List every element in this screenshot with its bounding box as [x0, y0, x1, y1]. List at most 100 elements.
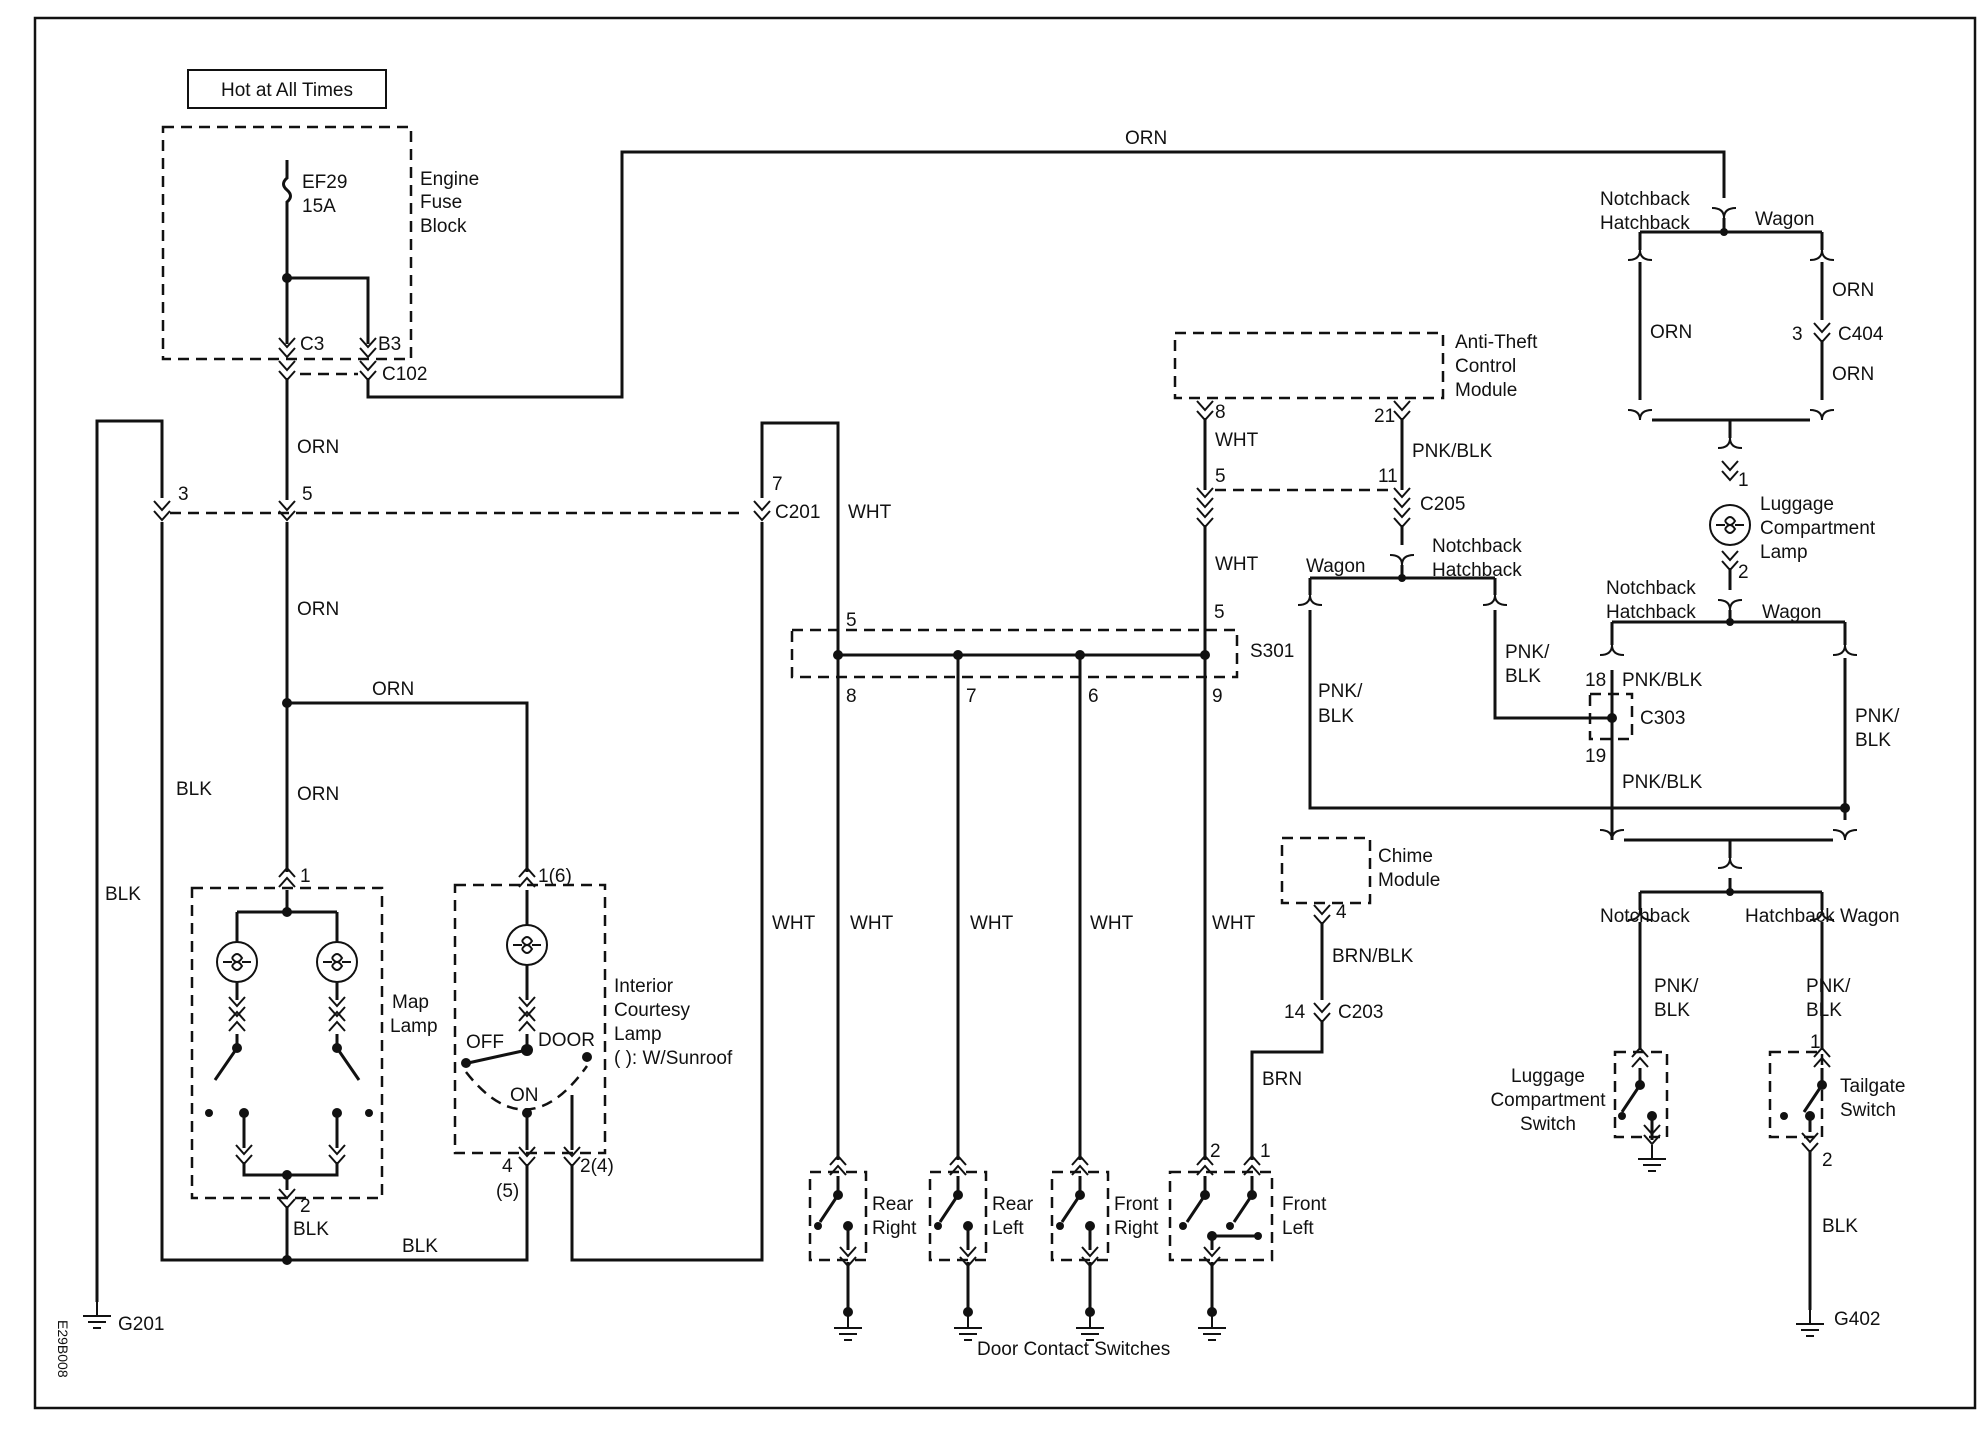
svg-text:1(6): 1(6): [538, 866, 572, 887]
svg-text:Wagon: Wagon: [1762, 602, 1822, 623]
svg-text:PNK/: PNK/: [1318, 681, 1363, 702]
svg-text:Lamp: Lamp: [1760, 542, 1808, 563]
svg-text:ORN: ORN: [297, 784, 339, 805]
svg-text:Courtesy: Courtesy: [614, 1000, 691, 1021]
door-switch-rear-left: Rear Left: [928, 1155, 1034, 1341]
svg-text:Engine: Engine: [420, 169, 479, 190]
tailgate-switch: 1 2 BLK G402 Tailgate Switch: [1768, 1032, 1906, 1337]
figure-id: E29B008: [55, 1320, 71, 1378]
svg-text:PNK/BLK: PNK/BLK: [1412, 441, 1493, 462]
svg-text:(5): (5): [496, 1181, 519, 1202]
svg-text:8: 8: [846, 686, 857, 707]
svg-text:WHT: WHT: [970, 913, 1014, 934]
svg-text:BLK: BLK: [176, 779, 212, 800]
svg-text:BLK: BLK: [1318, 706, 1354, 727]
svg-text:G402: G402: [1834, 1309, 1880, 1330]
door-switch-front-left: 2 1 Front Left: [1168, 1141, 1327, 1341]
svg-text:Interior: Interior: [614, 976, 674, 997]
svg-text:BLK: BLK: [402, 1236, 438, 1257]
svg-text:BLK: BLK: [1822, 1216, 1858, 1237]
svg-text:WHT: WHT: [772, 913, 816, 934]
svg-text:Hatchback: Hatchback: [1432, 560, 1522, 581]
svg-text:18: 18: [1585, 670, 1606, 691]
svg-text:ORN: ORN: [297, 437, 339, 458]
svg-text:Left: Left: [1282, 1218, 1314, 1239]
svg-text:WHT: WHT: [848, 502, 892, 523]
map-lamp-bulb-right: [316, 941, 358, 983]
svg-text:Control: Control: [1455, 356, 1516, 377]
svg-text:WHT: WHT: [1215, 430, 1259, 451]
svg-text:5: 5: [302, 484, 313, 505]
hot-at-all-times-label: Hot at All Times: [221, 80, 353, 101]
svg-text:Left: Left: [992, 1218, 1024, 1239]
courtesy-lamp-bulb: [506, 924, 548, 966]
svg-text:Block: Block: [420, 216, 467, 237]
interior-courtesy-lamp: 1(6) OFF DOOR ON 4 (5) 2(4) Interior Cou…: [453, 866, 733, 1202]
anti-theft-control-module: Anti-Theft Control Module 8 21 WHT PNK/B…: [1173, 331, 1538, 490]
luggage-compartment-switch: Luggage Compartment Switch: [1490, 1047, 1669, 1172]
svg-text:PNK/BLK: PNK/BLK: [1622, 670, 1703, 691]
svg-text:C102: C102: [382, 364, 427, 385]
svg-text:Luggage: Luggage: [1511, 1066, 1585, 1087]
svg-text:OFF: OFF: [466, 1032, 504, 1053]
svg-text:Front: Front: [1114, 1194, 1159, 1215]
svg-text:EF29: EF29: [302, 172, 347, 193]
svg-text:S301: S301: [1250, 641, 1294, 662]
svg-text:C205: C205: [1420, 494, 1465, 515]
svg-text:Notchback: Notchback: [1606, 578, 1696, 599]
svg-text:7: 7: [966, 686, 977, 707]
svg-text:ORN: ORN: [1832, 364, 1874, 385]
svg-text:1: 1: [1810, 1032, 1821, 1053]
svg-text:Tailgate: Tailgate: [1840, 1076, 1906, 1097]
svg-text:Fuse: Fuse: [420, 192, 462, 213]
wire-blk-g201: [95, 419, 164, 1302]
svg-text:Anti-Theft: Anti-Theft: [1455, 332, 1538, 353]
svg-text:BLK: BLK: [1654, 1000, 1690, 1021]
svg-text:ORN: ORN: [1832, 280, 1874, 301]
svg-text:Module: Module: [1378, 870, 1440, 891]
svg-text:Lamp: Lamp: [390, 1016, 438, 1037]
svg-text:C404: C404: [1838, 324, 1884, 345]
svg-text:Module: Module: [1455, 380, 1517, 401]
svg-text:Hatchback: Hatchback: [1600, 213, 1690, 234]
svg-text:15A: 15A: [302, 196, 336, 217]
svg-text:Right: Right: [872, 1218, 917, 1239]
svg-text:5: 5: [1215, 466, 1226, 487]
svg-text:( ): W/Sunroof: ( ): W/Sunroof: [614, 1048, 733, 1069]
svg-text:BLK: BLK: [105, 884, 141, 905]
svg-text:19: 19: [1585, 746, 1606, 767]
svg-text:5: 5: [846, 610, 857, 631]
svg-text:Switch: Switch: [1520, 1114, 1576, 1135]
svg-text:Notchback: Notchback: [1432, 536, 1522, 557]
svg-text:Notchback: Notchback: [1600, 189, 1690, 210]
chime-module: Chime Module 4 BRN/BLK 14 C203 BRN: [1250, 836, 1440, 1160]
power-source: Hot at All Times: [187, 69, 387, 109]
svg-text:1: 1: [300, 866, 311, 887]
svg-text:1: 1: [1260, 1141, 1271, 1162]
svg-text:Chime: Chime: [1378, 846, 1433, 867]
svg-text:Front: Front: [1282, 1194, 1327, 1215]
svg-text:3: 3: [1792, 324, 1803, 345]
svg-text:4: 4: [502, 1156, 513, 1177]
svg-text:7: 7: [772, 474, 783, 495]
svg-text:Rear: Rear: [872, 1194, 914, 1215]
svg-text:2(4): 2(4): [580, 1156, 614, 1177]
svg-text:BRN: BRN: [1262, 1069, 1302, 1090]
svg-text:ORN: ORN: [297, 599, 339, 620]
svg-text:WHT: WHT: [1215, 554, 1259, 575]
svg-text:Compartment: Compartment: [1490, 1090, 1606, 1111]
svg-text:4: 4: [1336, 902, 1347, 923]
svg-text:ORN: ORN: [1650, 322, 1692, 343]
svg-text:Luggage: Luggage: [1760, 494, 1834, 515]
svg-text:BLK: BLK: [1806, 1000, 1842, 1021]
svg-text:PNK/: PNK/: [1855, 706, 1900, 727]
svg-text:2: 2: [300, 1196, 311, 1217]
svg-text:2: 2: [1738, 562, 1749, 583]
wire-wht-c201: [570, 522, 764, 1262]
svg-text:1: 1: [1738, 470, 1749, 491]
svg-text:Right: Right: [1114, 1218, 1159, 1239]
door-switch-rear-right: Rear Right: [808, 1155, 917, 1341]
svg-text:DOOR: DOOR: [538, 1030, 595, 1051]
svg-text:BLK: BLK: [293, 1219, 329, 1240]
